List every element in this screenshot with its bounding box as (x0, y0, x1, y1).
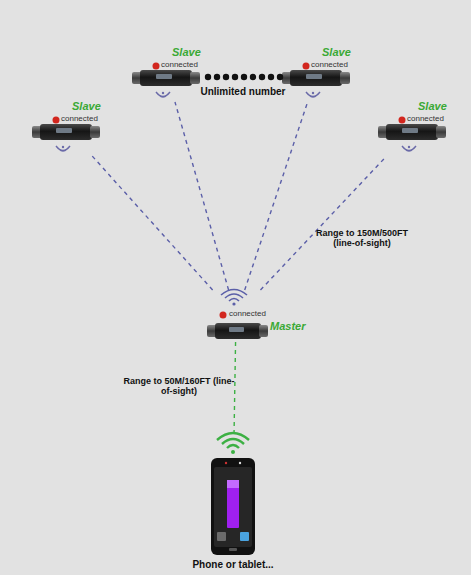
range-label: Range to 150M/500FT (line-of-sight) (306, 228, 418, 249)
status-text: connected (161, 61, 198, 70)
role-label: Slave (418, 100, 447, 112)
status-text: connected (61, 115, 98, 124)
status-text: connected (229, 310, 266, 319)
phone-node: Phone or tablet... (208, 434, 258, 558)
role-label: Master (270, 320, 305, 332)
status-text: connected (311, 61, 348, 70)
phone-illustration (211, 433, 255, 555)
range-label: Range to 50M/160FT (line-of-sight) (123, 376, 235, 397)
slave-node: Slave connected (378, 100, 448, 156)
continuation-dots (205, 74, 283, 80)
role-label: Slave (172, 46, 201, 58)
slave-node: Slave connected (282, 46, 352, 102)
radio-link (92, 156, 212, 290)
role-label: Slave (72, 100, 101, 112)
status-text: connected (407, 115, 444, 124)
note-label: Unlimited number (193, 86, 293, 98)
slave-node: Slave connected (132, 46, 202, 102)
device-caption: Phone or tablet... (192, 559, 273, 570)
slave-node: Slave connected (32, 100, 102, 156)
role-label: Slave (322, 46, 351, 58)
radio-link (260, 156, 386, 290)
radio-link (234, 342, 236, 434)
radio-link (175, 102, 229, 290)
radio-link (245, 102, 308, 290)
master-node: Masterconnected (205, 290, 267, 342)
master-dongle (207, 290, 268, 340)
